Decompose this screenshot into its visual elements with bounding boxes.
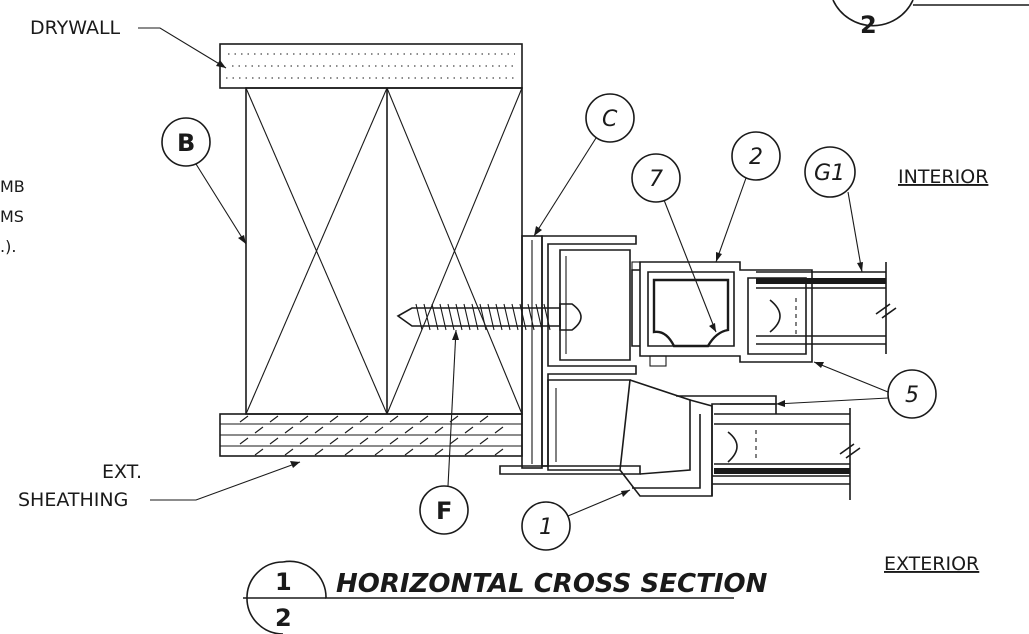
callout-2-label: 2 bbox=[749, 145, 763, 170]
callout-g1: G1 bbox=[804, 146, 863, 273]
lower-glass-unit bbox=[714, 408, 861, 500]
fastener-screw bbox=[396, 303, 582, 331]
interior-sash bbox=[631, 261, 813, 367]
left-cutoff-note: MB MS .). bbox=[0, 177, 25, 256]
drywall-label: DRYWALL bbox=[30, 17, 121, 39]
title-block: 1 2 HORIZONTAL CROSS SECTION bbox=[243, 560, 768, 634]
callout-5: 5 bbox=[775, 361, 937, 419]
drawing-title: HORIZONTAL CROSS SECTION bbox=[336, 569, 768, 599]
callout-b: B bbox=[161, 117, 247, 245]
callout-g1-label: G1 bbox=[814, 161, 845, 186]
exterior-sheathing bbox=[219, 413, 523, 457]
callout-7: 7 bbox=[631, 153, 717, 333]
wood-stud-blocking bbox=[245, 87, 523, 415]
window-frame-profile bbox=[499, 235, 713, 497]
interior-label: INTERIOR bbox=[898, 166, 988, 188]
shim-strip bbox=[521, 235, 543, 469]
callout-b-label: B bbox=[177, 129, 195, 157]
callout-f: F bbox=[419, 329, 469, 535]
callout-c: C bbox=[533, 93, 635, 237]
cutoff-line-1: MB bbox=[0, 177, 25, 196]
drywall-board bbox=[219, 43, 523, 89]
cutoff-line-2: MS bbox=[0, 207, 24, 226]
callout-2: 2 bbox=[715, 131, 781, 263]
ext-sheathing-label-line1: EXT. bbox=[102, 461, 142, 483]
callout-5-label: 5 bbox=[905, 383, 919, 408]
top-sheet-reference: 2 bbox=[832, 0, 1029, 39]
detail-number: 1 bbox=[275, 568, 292, 596]
callout-7-label: 7 bbox=[649, 167, 663, 192]
detail-sheet: 2 bbox=[275, 604, 292, 632]
exterior-sash bbox=[676, 395, 850, 496]
exterior-label: EXTERIOR bbox=[884, 553, 979, 575]
cutoff-line-3: .). bbox=[0, 237, 16, 256]
top-sheet-number: 2 bbox=[860, 11, 877, 39]
callout-c-label: C bbox=[602, 107, 618, 132]
callout-f-label: F bbox=[436, 497, 452, 525]
callout-1-label: 1 bbox=[539, 515, 553, 540]
callout-1: 1 bbox=[521, 489, 631, 551]
ext-sheathing-label-line2: SHEATHING bbox=[18, 489, 128, 511]
upper-glass-unit bbox=[756, 262, 897, 354]
